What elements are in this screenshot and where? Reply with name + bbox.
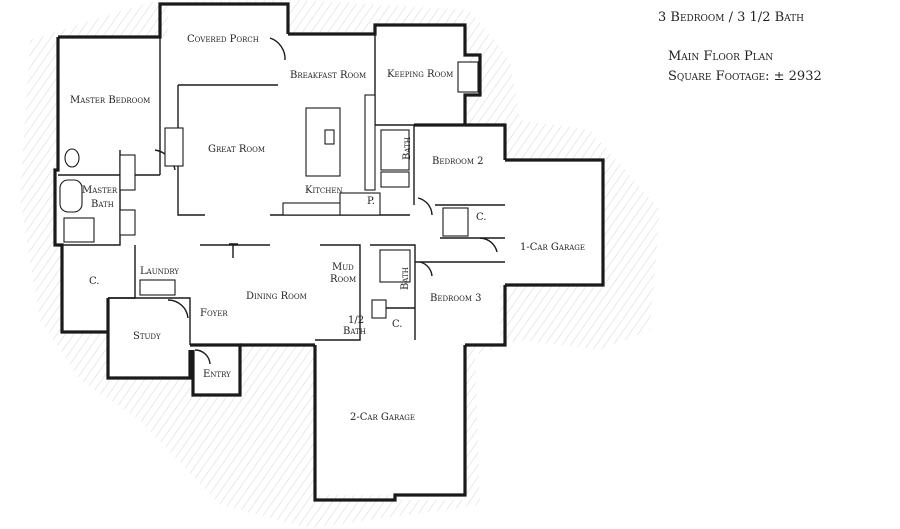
title-square-footage: Square Footage: ± 2932 xyxy=(668,69,822,84)
label-master-bath-2: Bath xyxy=(91,199,114,210)
fireplace-great-room xyxy=(164,127,184,167)
label-master-closet: C. xyxy=(89,276,99,287)
label-keeping-room: Keeping Room xyxy=(387,69,453,80)
title-plan-name: Main Floor Plan xyxy=(668,49,773,64)
label-laundry: Laundry xyxy=(140,266,179,277)
kitchen-island xyxy=(305,107,341,177)
label-closet-bedroom-2: C. xyxy=(476,212,486,223)
label-bath-lower: Bath xyxy=(400,267,411,290)
label-bedroom-2: Bedroom 2 xyxy=(432,156,484,167)
label-master-bath-1: Master xyxy=(82,185,118,196)
label-study: Study xyxy=(133,331,161,342)
label-dining-room: Dining Room xyxy=(246,291,307,302)
label-half-bath-2: Bath xyxy=(343,326,366,337)
fireplace-keeping-room xyxy=(457,61,479,93)
label-foyer: Foyer xyxy=(200,308,228,319)
label-entry: Entry xyxy=(203,369,231,380)
exterior-wall xyxy=(58,2,290,39)
label-kitchen: Kitchen xyxy=(305,185,343,196)
label-covered-porch: Covered Porch xyxy=(187,34,259,45)
label-bedroom-3: Bedroom 3 xyxy=(430,293,482,304)
label-mud-room-1: Mud xyxy=(332,262,354,273)
label-mud-room-2: Room xyxy=(330,274,356,285)
label-breakfast-room: Breakfast Room xyxy=(290,70,366,81)
label-master-bedroom: Master Bedroom xyxy=(70,95,150,106)
label-bath-upper: Bath xyxy=(402,137,413,160)
title-bedroom-bath: 3 Bedroom / 3 1/2 Bath xyxy=(658,10,804,25)
label-great-room: Great Room xyxy=(208,144,265,155)
label-pantry: P. xyxy=(367,196,375,207)
label-two-car-garage: 2-Car Garage xyxy=(350,412,415,423)
label-closet-bedroom-3: C. xyxy=(392,319,402,330)
label-one-car-garage: 1-Car Garage xyxy=(520,242,585,253)
label-half-bath-1: 1/2 xyxy=(348,315,364,326)
